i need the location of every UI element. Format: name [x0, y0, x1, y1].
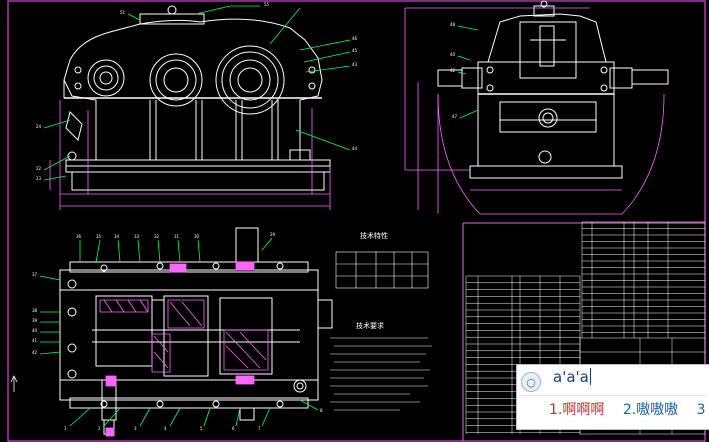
ime-divider	[521, 395, 706, 396]
text-caret	[589, 368, 591, 385]
drawing-frame	[7, 0, 706, 442]
front-view-labels: 51 55 46 45 43 44 24 22 23	[36, 2, 358, 181]
svg-text:41: 41	[32, 338, 38, 343]
side-view-leaders	[457, 25, 479, 119]
svg-text:51: 51	[120, 10, 126, 15]
svg-text:32: 32	[154, 234, 160, 239]
svg-text:22: 22	[36, 166, 42, 171]
notes-title-requirements: 技术要求	[356, 321, 384, 330]
svg-text:34: 34	[114, 234, 120, 239]
side-view	[437, 0, 669, 179]
ime-composition-text: a'a'a	[553, 368, 591, 386]
ime-candidate-window[interactable]: ○ a'a'a 1.啊啊啊 2.嗷嗷嗷 3	[516, 364, 709, 430]
svg-text:24: 24	[36, 124, 42, 129]
svg-text:8: 8	[320, 408, 323, 413]
svg-text:40: 40	[32, 328, 38, 333]
svg-text:42: 42	[32, 350, 38, 355]
svg-text:42: 42	[450, 68, 456, 73]
svg-text:48: 48	[450, 22, 456, 27]
svg-text:7: 7	[258, 426, 261, 431]
svg-text:33: 33	[134, 234, 140, 239]
ime-candidate-2[interactable]: 2.嗷嗷嗷	[622, 402, 679, 418]
svg-text:38: 38	[32, 308, 38, 313]
svg-text:1: 1	[64, 426, 67, 431]
front-view-dimensions	[49, 100, 331, 210]
svg-text:31: 31	[174, 234, 180, 239]
top-view	[59, 227, 333, 435]
notes-title-characteristics: 技术特性	[360, 231, 388, 240]
svg-text:37: 37	[32, 272, 38, 277]
side-view-dimensions	[404, 7, 665, 215]
svg-text:55: 55	[264, 2, 270, 7]
svg-text:35: 35	[96, 234, 102, 239]
ime-candidate-1[interactable]: 1.啊啊啊	[549, 402, 605, 418]
svg-text:3: 3	[134, 426, 137, 431]
svg-text:44: 44	[352, 146, 358, 151]
svg-text:46: 46	[352, 36, 358, 41]
svg-text:45: 45	[352, 48, 358, 53]
front-view	[63, 5, 331, 191]
svg-text:36: 36	[76, 234, 82, 239]
svg-text:40: 40	[450, 52, 456, 57]
svg-text:29: 29	[270, 232, 276, 237]
svg-text:6: 6	[232, 426, 235, 431]
top-view-labels: 36 35 34 33 32 31 30 29 37 38 39 40 41 42 1 2 3 4 5 6…	[32, 232, 323, 431]
svg-text:2: 2	[98, 426, 101, 431]
front-view-leaders	[43, 5, 351, 181]
svg-text:47: 47	[452, 114, 458, 119]
ucs-icon	[10, 375, 18, 392]
svg-text:39: 39	[32, 318, 38, 323]
top-view-leaders	[39, 237, 319, 427]
svg-text:43: 43	[352, 62, 358, 67]
svg-text:30: 30	[194, 234, 200, 239]
ime-candidate-3[interactable]: 3	[696, 402, 706, 418]
svg-text:5: 5	[200, 426, 203, 431]
technical-notes: 技术特性 技术要求	[330, 231, 432, 411]
side-view-labels: 48 40 42 47	[450, 22, 458, 119]
svg-text:23: 23	[36, 176, 42, 181]
svg-text:4: 4	[164, 426, 167, 431]
ime-logo-icon[interactable]: ○	[521, 372, 541, 392]
ime-candidate-list: 1.啊啊啊 2.嗷嗷嗷 3	[549, 399, 709, 419]
top-view-hatching	[99, 261, 269, 437]
